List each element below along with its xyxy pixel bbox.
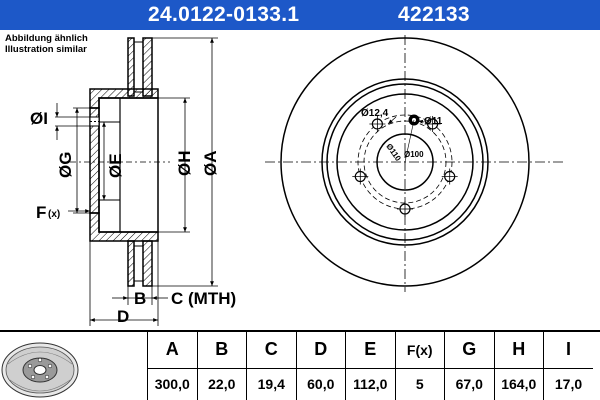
label-pin-diameter: Ø11 xyxy=(424,116,443,127)
hub-lower-wall xyxy=(89,212,159,242)
header-E: E xyxy=(345,332,395,369)
centre-bore xyxy=(376,133,434,191)
value-A: 300,0 xyxy=(147,368,197,400)
header-F: F(x) xyxy=(394,332,445,369)
label-B: B xyxy=(134,289,146,308)
disc-outer-edge xyxy=(280,37,530,287)
value-F: 5 xyxy=(394,368,445,400)
label-A: ØA xyxy=(201,151,220,177)
value-I: 17,0 xyxy=(543,368,593,400)
label-F: F xyxy=(36,203,46,222)
lower-ring-outer-face xyxy=(142,240,153,287)
label-pcd-inner: Ø100 xyxy=(404,150,424,159)
label-hole-diameter: Ø12,4 xyxy=(361,108,389,119)
label-H: ØH xyxy=(175,151,194,177)
header-I: I xyxy=(543,332,593,369)
label-C: C (MTH) xyxy=(171,289,236,308)
bolt-holes xyxy=(352,115,458,217)
braking-surface-inner-edge xyxy=(321,78,489,246)
value-E: 112,0 xyxy=(345,368,395,400)
title-bar: 24.0122-0133.1 422133 xyxy=(0,0,600,30)
spec-header-row: A B C D E F(x) G H I xyxy=(147,332,593,369)
lower-ring-inner-face xyxy=(127,240,135,287)
spec-value-row: 300,0 22,0 19,4 60,0 112,0 5 67,0 164,0 … xyxy=(147,368,593,400)
header-D: D xyxy=(295,332,346,369)
header-G: G xyxy=(444,332,494,369)
hat-outer-edge xyxy=(326,83,484,241)
article-code: 422133 xyxy=(398,3,470,26)
technical-drawing: ØI ØG ØE ØH ØA F (x) B C (MTH) D Ø12,4 Ø… xyxy=(30,35,565,326)
header-A: A xyxy=(147,332,197,369)
value-H: 164,0 xyxy=(493,368,544,400)
label-D: D xyxy=(117,307,129,326)
front-view: Ø12,4 Ø11 Ø110 Ø100 xyxy=(265,35,565,292)
value-G: 67,0 xyxy=(444,368,494,400)
value-C: 19,4 xyxy=(246,368,296,400)
upper-ring-inner-face xyxy=(127,37,135,97)
value-D: 60,0 xyxy=(295,368,346,400)
header-H: H xyxy=(493,332,544,369)
note-english: Illustration similar xyxy=(5,44,87,55)
label-G: ØG xyxy=(56,152,75,178)
label-I: ØI xyxy=(30,109,48,128)
section-view: ØI ØG ØE ØH ØA F (x) B C (MTH) D xyxy=(30,37,236,326)
value-B: 22,0 xyxy=(196,368,247,400)
label-E: ØE xyxy=(106,153,125,178)
label-F-sub: (x) xyxy=(48,209,60,220)
hat-inner-edge xyxy=(336,93,474,231)
illustration-note: Abbildung ähnlich Illustration similar xyxy=(5,33,88,55)
header-B: B xyxy=(196,332,247,369)
label-pcd-outer: Ø110 xyxy=(384,142,403,163)
note-german: Abbildung ähnlich xyxy=(5,33,88,44)
disc-thumbnail-image xyxy=(1,342,79,398)
spec-table-area: A B C D E F(x) G H I 300,0 22,0 19,4 60,… xyxy=(0,330,600,400)
upper-ring-outer-face xyxy=(142,37,153,97)
spec-table: A B C D E F(x) G H I 300,0 22,0 19,4 60,… xyxy=(147,332,593,400)
part-number: 24.0122-0133.1 xyxy=(148,3,300,26)
header-C: C xyxy=(246,332,296,369)
